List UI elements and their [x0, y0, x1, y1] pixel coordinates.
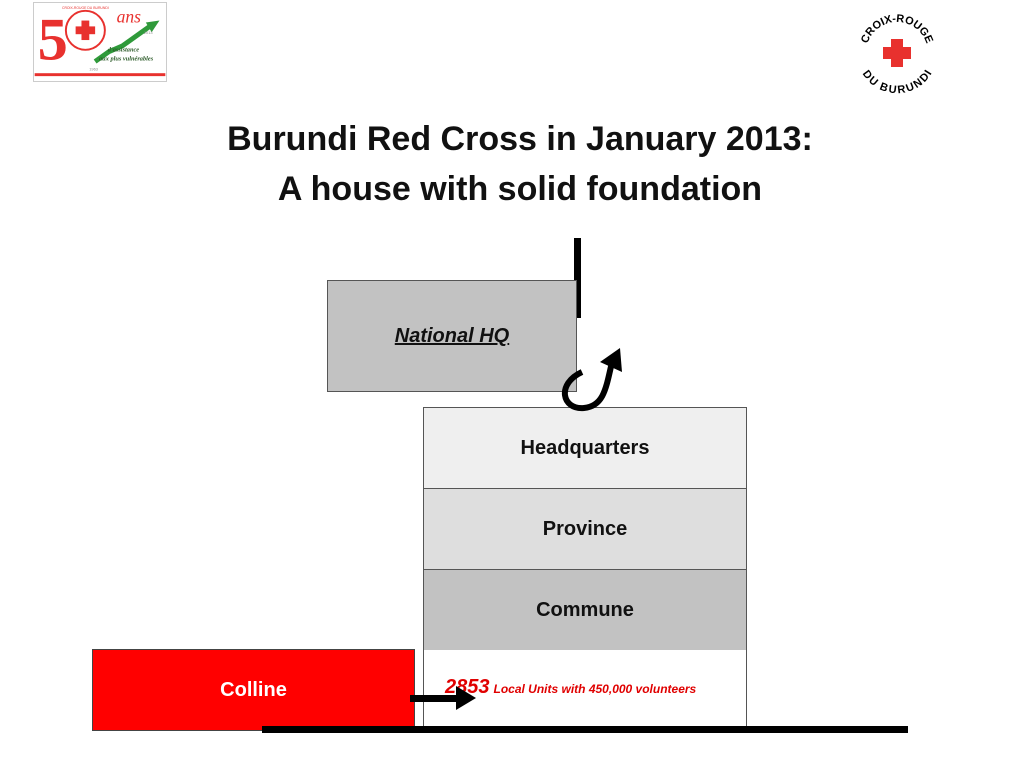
growth-arrow	[93, 24, 152, 64]
logo-number: 5	[38, 7, 68, 74]
national-hq-label: National HQ	[394, 324, 510, 347]
ground-line	[262, 726, 908, 733]
level-headquarters: Headquarters	[423, 407, 747, 489]
level-local-units	[423, 650, 747, 726]
colline-label: Colline	[220, 678, 287, 701]
level-commune: Commune	[423, 569, 747, 651]
title-line-1: Burundi Red Cross in January 2013:	[227, 120, 813, 158]
crane-bar	[574, 238, 581, 318]
slide-title: Burundi Red Cross in January 2013: A hou…	[112, 114, 928, 214]
croix-rouge-logo: CROIX-ROUGE DU BURUNDI	[856, 12, 938, 94]
province-label: Province	[542, 517, 628, 540]
seal-text: CROIX-ROUGE DU BURUNDI	[62, 6, 109, 10]
anniversary-logo: 5 CROIX-ROUGE DU BURUNDI ans 2013 d'assi…	[33, 2, 167, 82]
anniversary-logo-graphic: 5 CROIX-ROUGE DU BURUNDI ans 2013 d'assi…	[34, 6, 166, 77]
croix-rouge-logo-graphic: CROIX-ROUGE DU BURUNDI	[858, 13, 936, 94]
commune-label: Commune	[536, 598, 634, 621]
red-cross-h	[883, 47, 911, 59]
hook-arrow-head	[600, 348, 622, 372]
logo-line2: aux plus vulnérables	[99, 56, 154, 63]
seal-cross-h	[75, 26, 96, 35]
local-units-count: 2853	[445, 676, 490, 698]
headquarters-label: Headquarters	[520, 436, 650, 459]
logo-year-start: 1963	[89, 66, 98, 71]
logo-year-end: 2013	[144, 30, 153, 35]
local-units-label: Local Units with 450,000 volunteers	[493, 682, 697, 696]
logo-line1: d'assistance	[108, 47, 139, 54]
growth-arrow-head	[145, 20, 160, 33]
level-province: Province	[423, 488, 747, 570]
title-line-2: A house with solid foundation	[277, 170, 763, 208]
logo-footer-bar	[34, 73, 166, 77]
national-hq-box: National HQ	[327, 280, 577, 392]
logo-ans: ans	[117, 7, 142, 27]
colline-box: Colline	[92, 649, 415, 731]
